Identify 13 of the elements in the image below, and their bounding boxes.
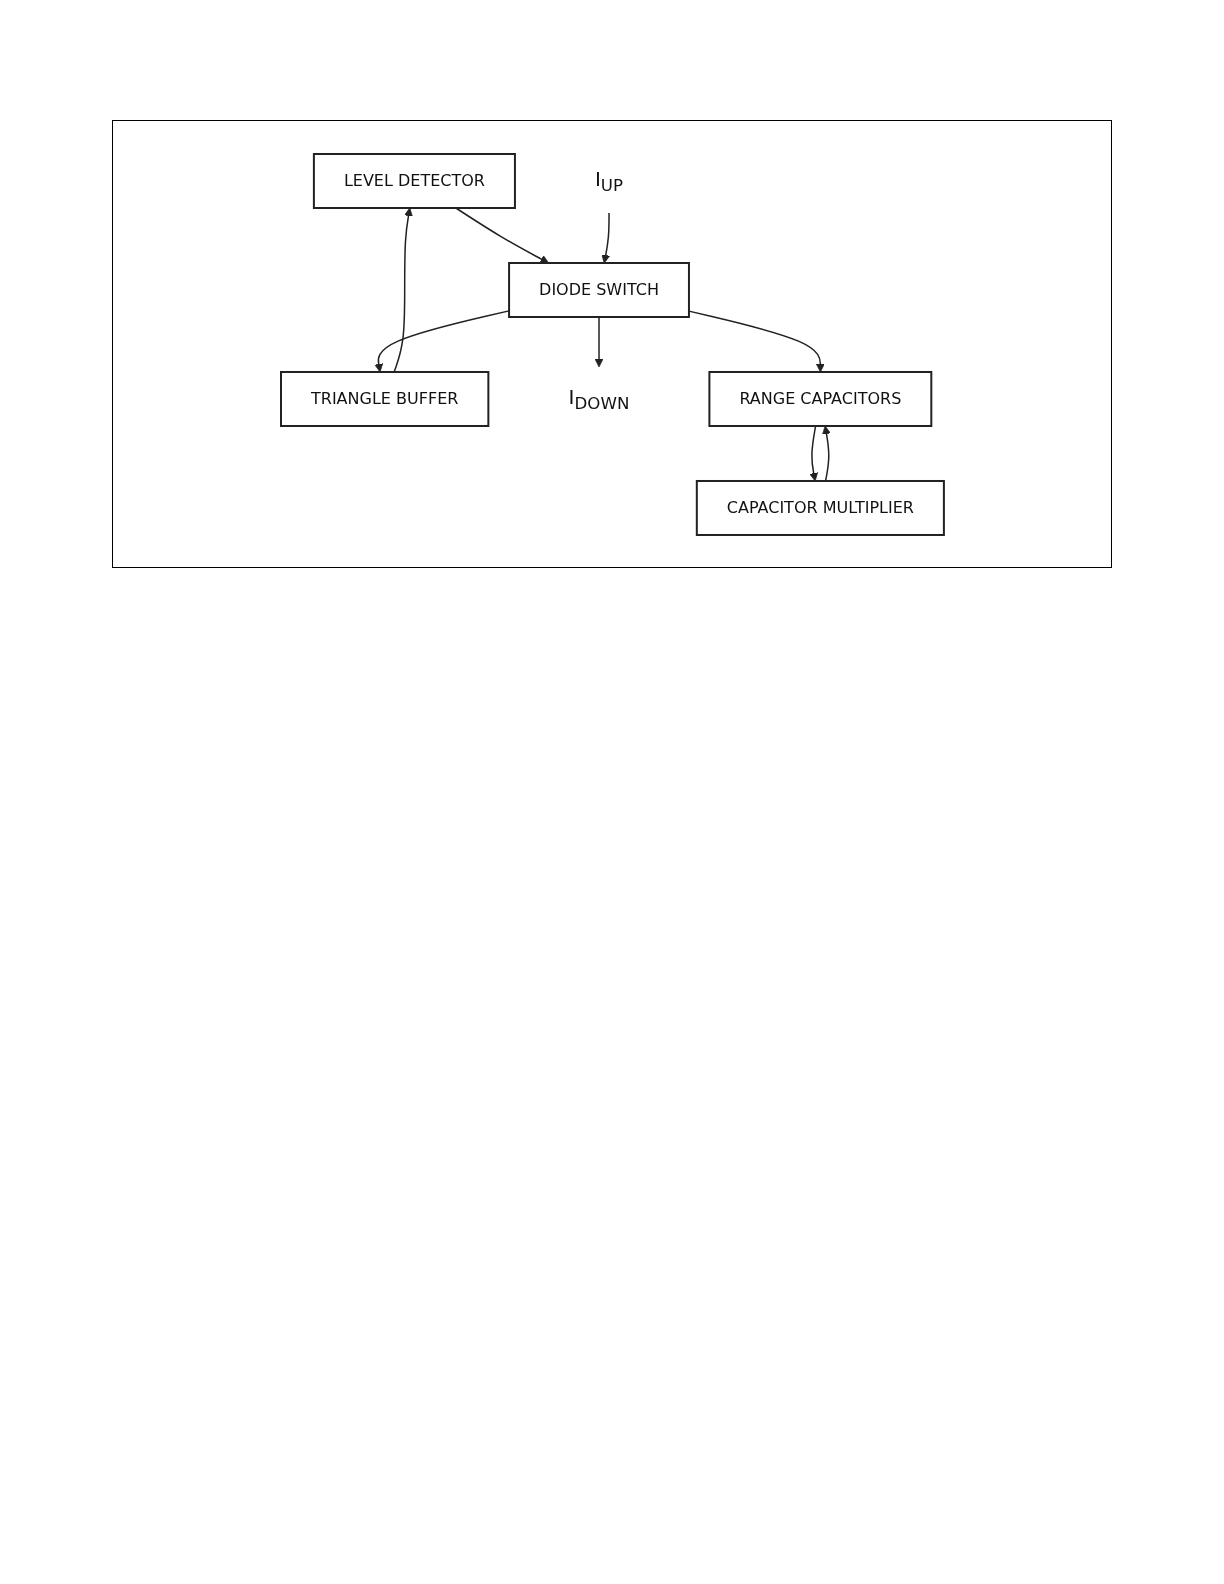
node-text: I$_{DOWN}$ xyxy=(568,384,629,413)
node-box: LEVEL DETECTOR xyxy=(312,153,516,209)
arrow xyxy=(821,425,831,482)
arrow xyxy=(808,425,818,482)
node-box: DIODE SWITCH xyxy=(507,262,690,318)
arrow xyxy=(594,316,603,368)
node-box: TRIANGLE BUFFER xyxy=(279,371,489,427)
node-text: I$_{UP}$ xyxy=(594,167,623,195)
arrow xyxy=(600,212,610,264)
arrow xyxy=(454,207,549,264)
node-box: RANGE CAPACITORS xyxy=(707,371,932,427)
node-box: CAPACITOR MULTIPLIER xyxy=(695,480,945,536)
arrow xyxy=(392,207,413,373)
